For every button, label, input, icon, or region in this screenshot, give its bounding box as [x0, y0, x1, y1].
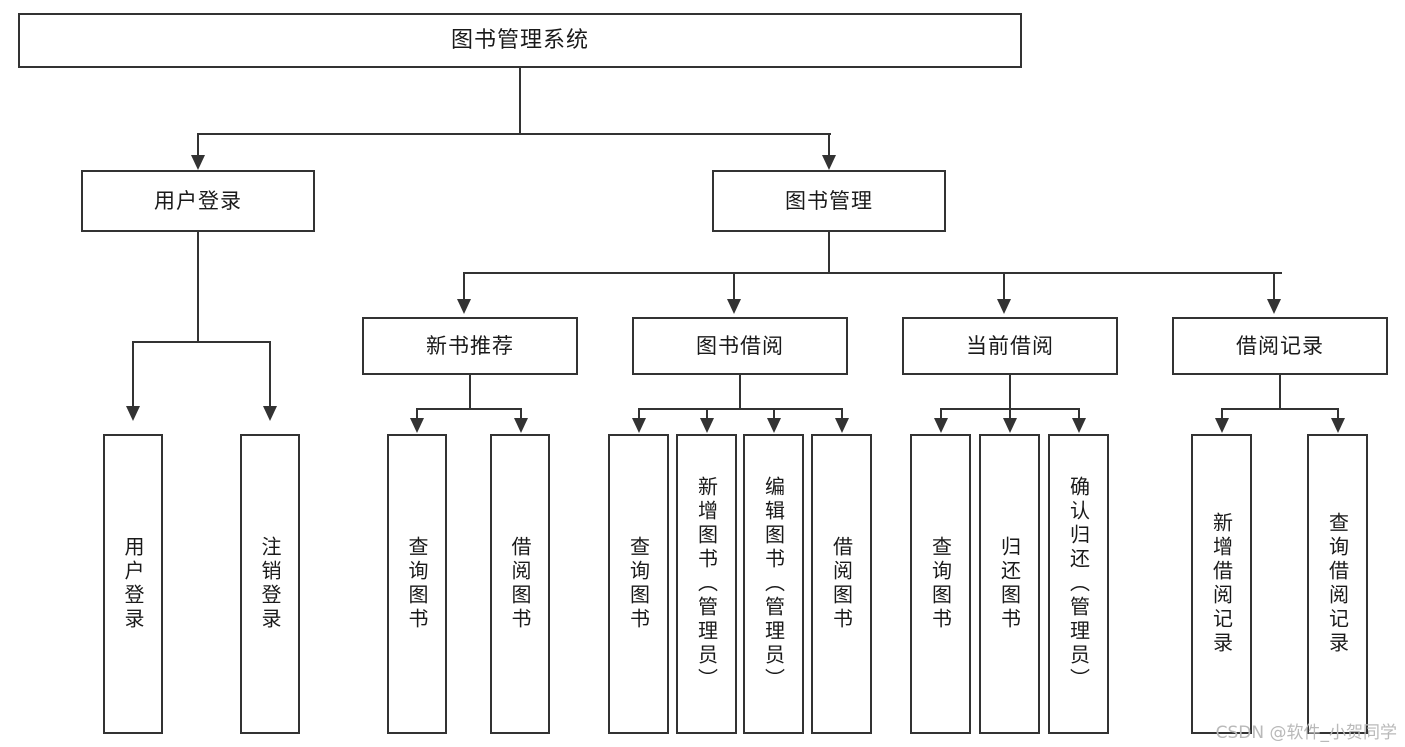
- connector-current-borrow-stem: [1009, 375, 1011, 409]
- leaf-label: 注销登录: [258, 536, 282, 632]
- connector-bb-drop-3: [841, 408, 843, 420]
- node-label: 借阅记录: [1236, 333, 1324, 358]
- node-user-login[interactable]: 用户登录: [81, 170, 315, 232]
- node-label: 图书管理系统: [450, 27, 589, 53]
- leaf-label: 新增图书（管理员）: [694, 476, 719, 692]
- arrowhead-borrow-record: [1267, 299, 1281, 314]
- node-label: 图书借阅: [696, 333, 784, 358]
- leaf-user-login-1[interactable]: 注销登录: [240, 434, 300, 734]
- arrowhead-bb-leaf-0: [632, 418, 646, 433]
- leaf-label: 借阅图书: [508, 536, 532, 632]
- connector-br-drop-1: [1337, 408, 1339, 420]
- arrowhead-user-login-leaf-0: [126, 406, 140, 421]
- arrowhead-bb-leaf-2: [767, 418, 781, 433]
- arrowhead-cb-leaf-1: [1003, 418, 1017, 433]
- connector-user-login-stem: [197, 232, 199, 342]
- leaf-label: 归还图书: [997, 536, 1022, 632]
- connector-bm-drop-2: [1003, 272, 1005, 301]
- csdn-watermark: CSDN @软件_小贺同学: [1215, 723, 1397, 743]
- leaf-borrow-record-0[interactable]: 新增借阅记录: [1191, 434, 1252, 734]
- connector-br-drop-0: [1221, 408, 1223, 420]
- leaf-label: 用户登录: [121, 536, 145, 632]
- arrowhead-current-borrow: [997, 299, 1011, 314]
- arrowhead-book-borrow: [727, 299, 741, 314]
- leaf-label: 借阅图书: [829, 536, 854, 632]
- connector-user-login-bus: [133, 341, 271, 343]
- connector-book-borrow-stem: [739, 375, 741, 409]
- connector-root-drop-user-login: [197, 133, 199, 157]
- node-borrow-record[interactable]: 借阅记录: [1172, 317, 1388, 375]
- connector-bb-drop-0: [638, 408, 640, 420]
- arrowhead-br-leaf-1: [1331, 418, 1345, 433]
- arrowhead-cb-leaf-0: [934, 418, 948, 433]
- arrowhead-new-book-recommend: [457, 299, 471, 314]
- node-new-book-recommend[interactable]: 新书推荐: [362, 317, 578, 375]
- connector-root-bus: [198, 133, 831, 135]
- connector-borrow-record-bus: [1222, 408, 1339, 410]
- node-book-borrow[interactable]: 图书借阅: [632, 317, 848, 375]
- arrowhead-bb-leaf-3: [835, 418, 849, 433]
- leaf-current-borrow-1[interactable]: 归还图书: [979, 434, 1040, 734]
- connector-user-login-drop-1: [269, 341, 271, 408]
- connector-new-book-bus: [417, 408, 522, 410]
- connector-bb-drop-2: [773, 408, 775, 420]
- arrowhead-book-management: [822, 155, 836, 170]
- connector-root-drop-book-management: [828, 133, 830, 157]
- arrowhead-bb-leaf-1: [700, 418, 714, 433]
- connector-new-book-stem: [469, 375, 471, 409]
- leaf-label: 编辑图书（管理员）: [761, 476, 786, 692]
- connector-new-book-drop-1: [520, 408, 522, 420]
- node-current-borrow[interactable]: 当前借阅: [902, 317, 1118, 375]
- node-book-management[interactable]: 图书管理: [712, 170, 946, 232]
- connector-bm-drop-0: [463, 272, 465, 301]
- connector-bm-drop-3: [1273, 272, 1275, 301]
- arrowhead-new-book-leaf-1: [514, 418, 528, 433]
- leaf-book-borrow-2[interactable]: 编辑图书（管理员）: [743, 434, 804, 734]
- arrowhead-user-login-leaf-1: [263, 406, 277, 421]
- connector-borrow-record-stem: [1279, 375, 1281, 409]
- node-label: 用户登录: [154, 188, 242, 213]
- leaf-book-borrow-3[interactable]: 借阅图书: [811, 434, 872, 734]
- node-label: 新书推荐: [426, 333, 514, 358]
- node-label: 当前借阅: [966, 333, 1054, 358]
- arrowhead-cb-leaf-2: [1072, 418, 1086, 433]
- leaf-current-borrow-2[interactable]: 确认归还（管理员）: [1048, 434, 1109, 734]
- leaf-book-borrow-0[interactable]: 查询图书: [608, 434, 669, 734]
- leaf-label: 确认归还（管理员）: [1066, 476, 1091, 692]
- connector-root-stem: [519, 68, 521, 134]
- connector-book-management-bus: [464, 272, 1282, 274]
- leaf-label: 查询借阅记录: [1325, 512, 1350, 656]
- leaf-label: 查询图书: [405, 536, 429, 632]
- connector-cb-drop-1: [1009, 408, 1011, 420]
- leaf-current-borrow-0[interactable]: 查询图书: [910, 434, 971, 734]
- connector-book-borrow-bus: [639, 408, 843, 410]
- connector-bm-drop-1: [733, 272, 735, 301]
- leaf-user-login-0[interactable]: 用户登录: [103, 434, 163, 734]
- connector-new-book-drop-0: [416, 408, 418, 420]
- leaf-label: 新增借阅记录: [1209, 512, 1234, 656]
- arrowhead-new-book-leaf-0: [410, 418, 424, 433]
- arrowhead-user-login: [191, 155, 205, 170]
- leaf-label: 查询图书: [626, 536, 651, 632]
- leaf-borrow-record-1[interactable]: 查询借阅记录: [1307, 434, 1368, 734]
- leaf-new-book-recommend-1[interactable]: 借阅图书: [490, 434, 550, 734]
- node-label: 图书管理: [785, 188, 873, 213]
- leaf-label: 查询图书: [928, 536, 953, 632]
- connector-bb-drop-1: [706, 408, 708, 420]
- connector-user-login-drop-0: [132, 341, 134, 408]
- leaf-new-book-recommend-0[interactable]: 查询图书: [387, 434, 447, 734]
- leaf-book-borrow-1[interactable]: 新增图书（管理员）: [676, 434, 737, 734]
- connector-book-management-stem: [828, 232, 830, 273]
- node-root-book-management-system[interactable]: 图书管理系统: [18, 13, 1022, 68]
- connector-cb-drop-0: [940, 408, 942, 420]
- arrowhead-br-leaf-0: [1215, 418, 1229, 433]
- connector-cb-drop-2: [1078, 408, 1080, 420]
